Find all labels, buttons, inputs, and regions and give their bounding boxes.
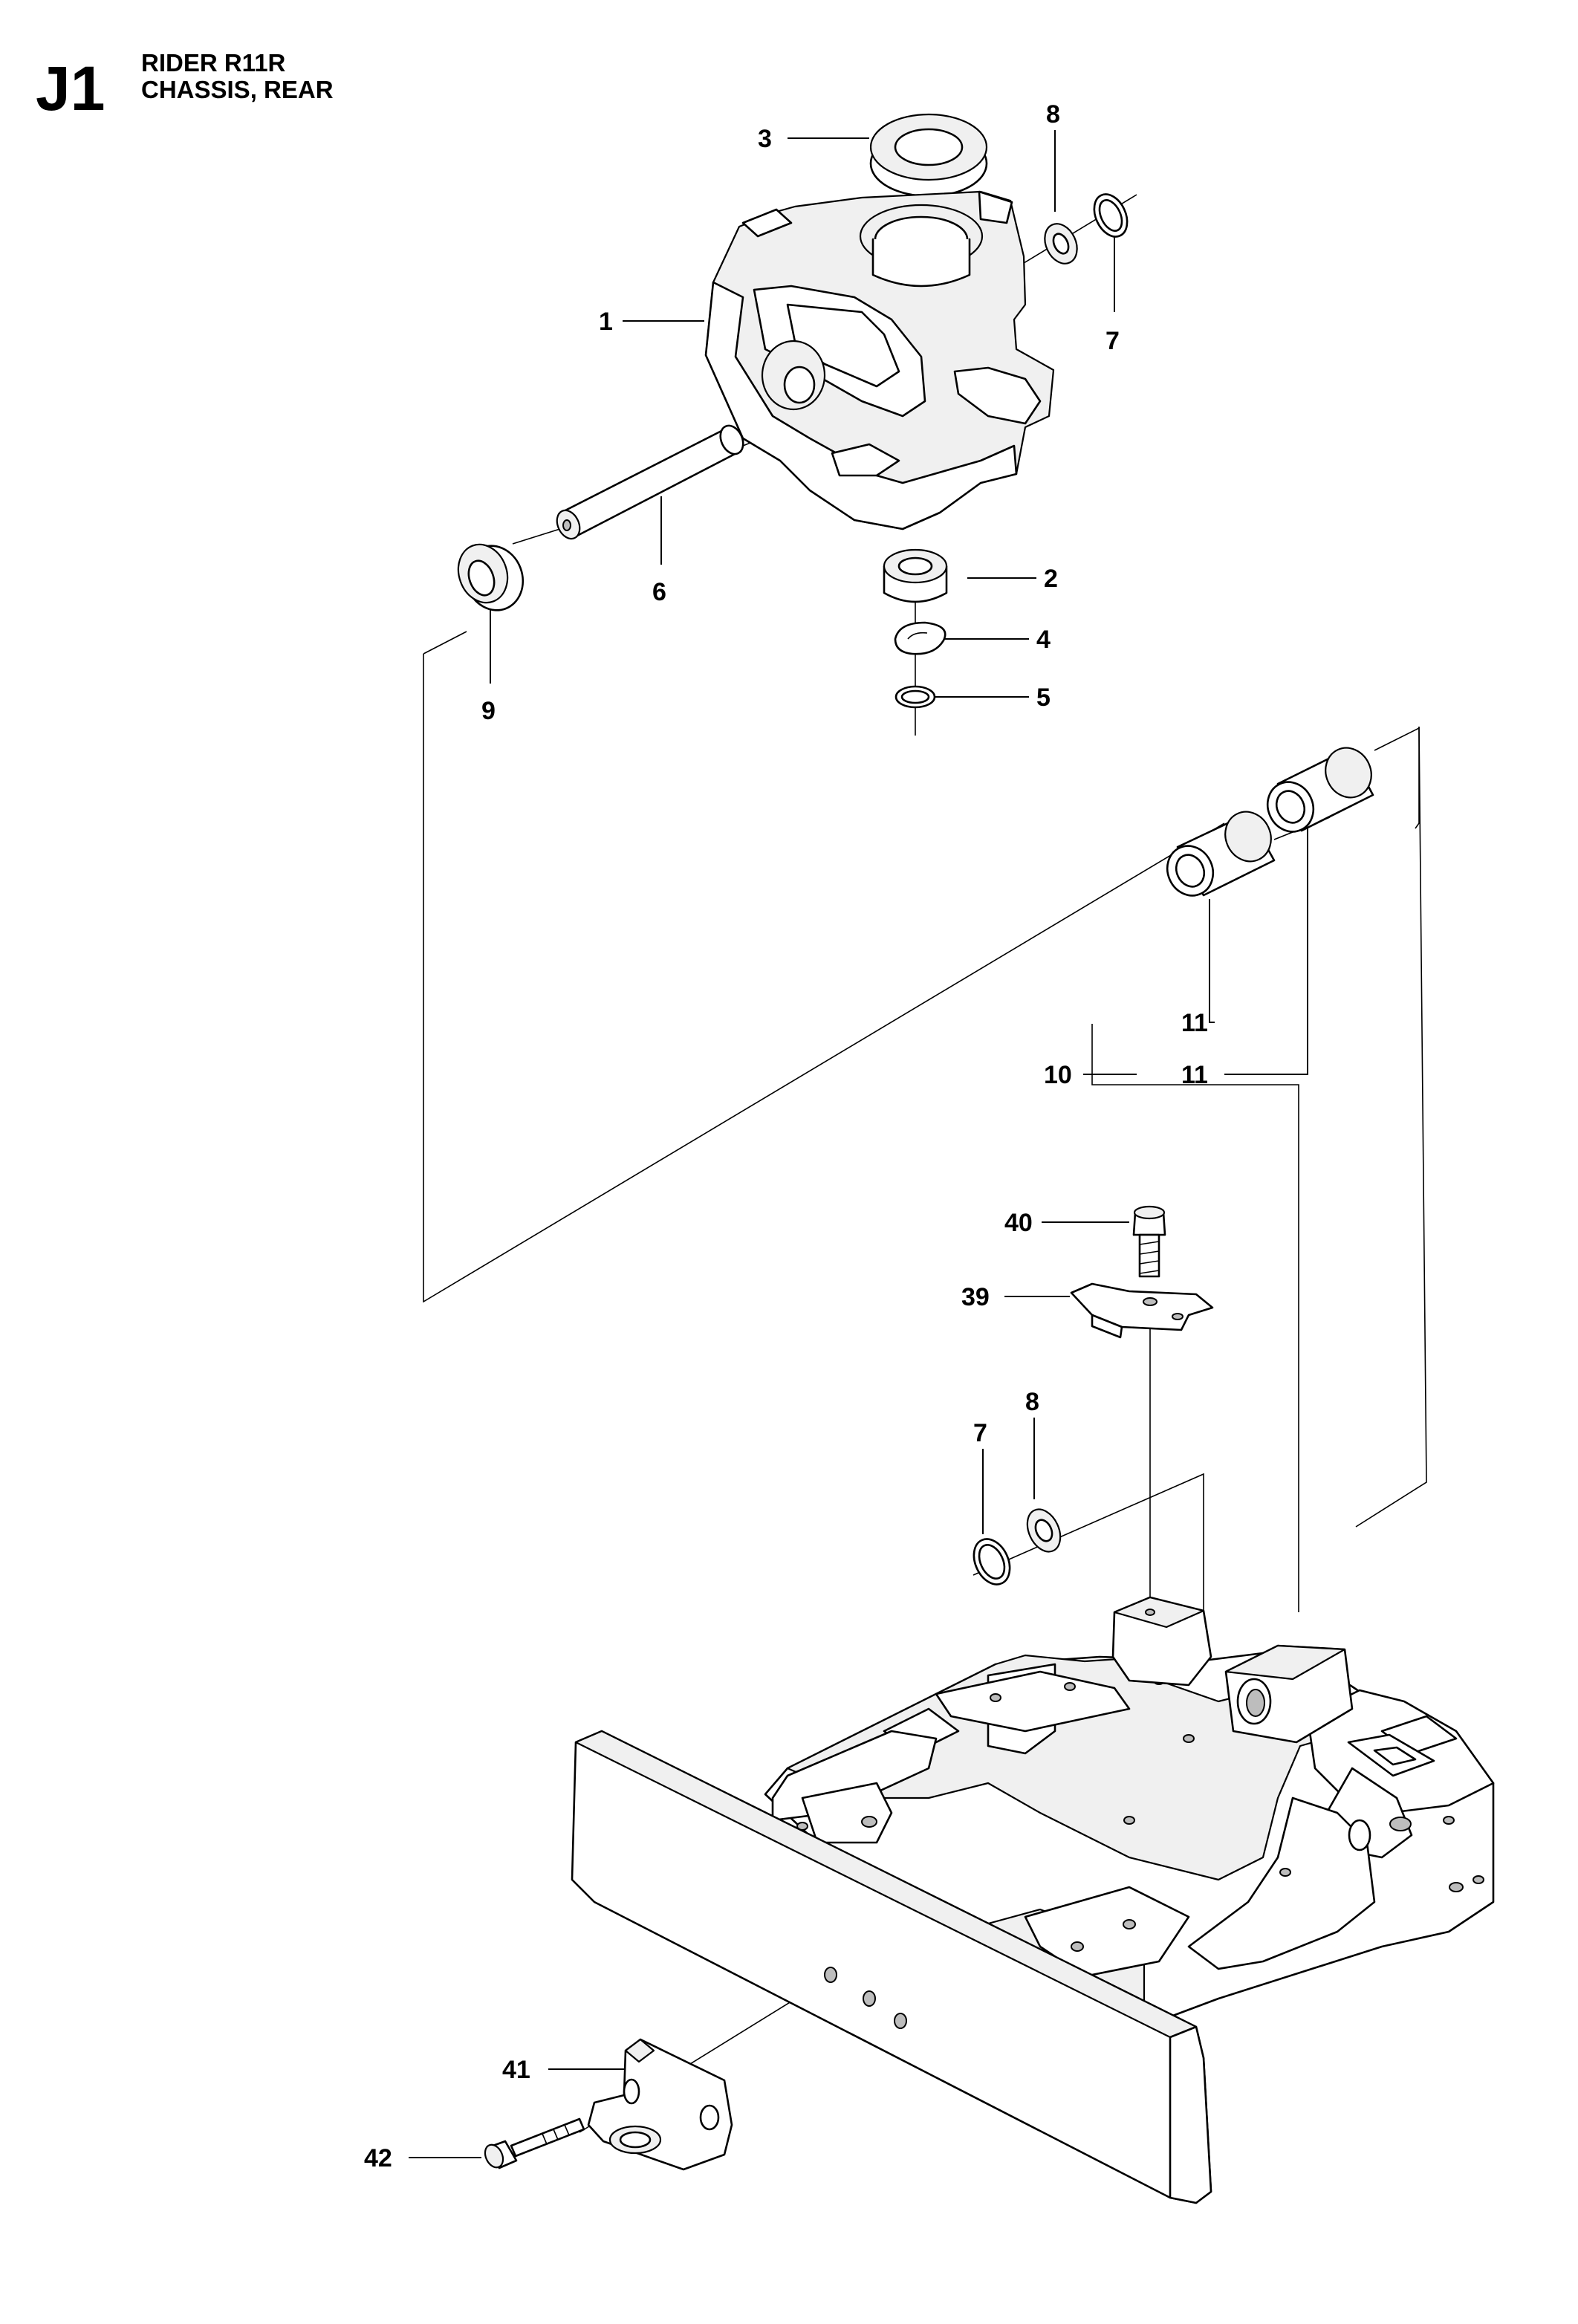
part-8-washer-bottom xyxy=(1026,1508,1062,1553)
callout-5: 5 xyxy=(1036,684,1051,712)
callout-42: 42 xyxy=(364,2144,392,2172)
part-41-hitch-bracket xyxy=(587,2038,733,2171)
part-1-housing xyxy=(704,190,1055,530)
callout-8-bottom: 8 xyxy=(1025,1388,1039,1416)
model-title: RIDER R11R xyxy=(141,49,286,77)
part-6-pin xyxy=(556,424,744,540)
section-title: CHASSIS, REAR xyxy=(141,76,334,103)
callout-11-b: 11 xyxy=(1181,1061,1208,1089)
part-4-circlip xyxy=(894,621,947,655)
part-11-bushing-a xyxy=(1166,811,1276,897)
callout-39: 39 xyxy=(961,1283,990,1311)
callout-10: 10 xyxy=(1044,1061,1072,1089)
part-11-bushing-b xyxy=(1266,747,1374,833)
part-9-bushing xyxy=(457,543,525,611)
callout-6: 6 xyxy=(652,578,666,606)
callout-40: 40 xyxy=(1004,1209,1033,1237)
part-7-circlip-top xyxy=(1093,193,1129,238)
callout-7-top: 7 xyxy=(1105,327,1120,355)
callout-9: 9 xyxy=(481,697,496,725)
callout-41: 41 xyxy=(502,2056,530,2084)
part-42-bolt xyxy=(484,2117,585,2169)
rear-frame xyxy=(571,1596,1495,2204)
callout-3: 3 xyxy=(758,125,772,153)
part-40-bolt xyxy=(1132,1205,1166,1278)
part-7-circlip-bottom xyxy=(973,1538,1011,1585)
callout-1: 1 xyxy=(599,308,613,336)
leader-lines xyxy=(409,130,1308,2158)
part-8-washer-top xyxy=(1044,223,1078,264)
section-code: J1 xyxy=(36,53,105,123)
callout-7-bottom: 7 xyxy=(973,1419,987,1447)
part-5-ring xyxy=(894,685,936,709)
assembly-lines xyxy=(423,172,1427,2133)
callout-4: 4 xyxy=(1036,626,1051,654)
callout-11-a: 11 xyxy=(1181,1009,1208,1037)
callout-2: 2 xyxy=(1044,565,1058,593)
part-3-seal xyxy=(869,113,988,198)
part-2-bearing xyxy=(883,548,948,603)
callout-8-top: 8 xyxy=(1046,100,1060,129)
part-39-bracket xyxy=(1070,1282,1214,1339)
callouts: 3 8 7 1 6 9 2 4 5 11 11 10 40 39 7 8 41 … xyxy=(364,100,1208,2172)
